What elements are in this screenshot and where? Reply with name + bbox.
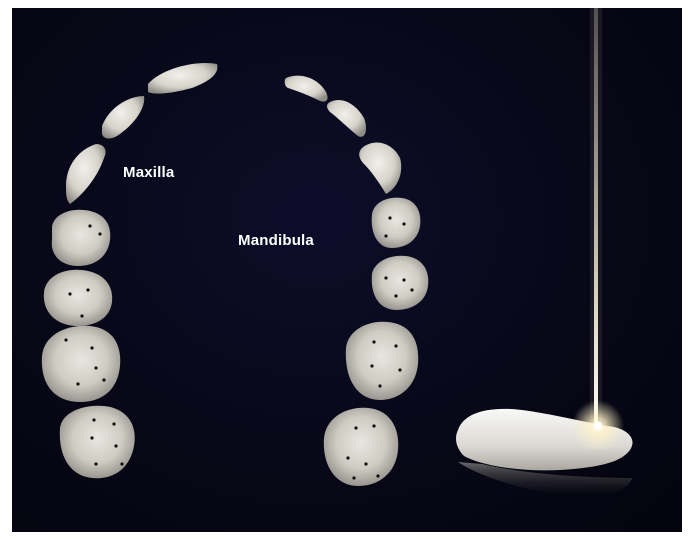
right-canine [359,143,401,194]
left-second-premolar [44,270,112,326]
dental-illustration [12,8,682,532]
maxilla-label: Maxilla [123,164,174,181]
left-lateral-incisor [102,96,144,139]
right-lateral-incisor [327,100,366,137]
mandibula-label: Mandibula [238,232,314,249]
left-second-molar [60,406,135,479]
left-central-incisor [148,63,217,94]
left-first-premolar [52,210,111,266]
right-second-molar [324,408,398,486]
right-central-incisor [285,76,328,102]
right-first-premolar [372,198,421,248]
left-first-molar [42,326,120,402]
right-first-molar [346,322,418,400]
light-beam-scene [456,8,633,496]
left-canine [66,144,106,204]
left-arch [42,63,218,478]
right-second-premolar [372,256,429,310]
right-arch [285,76,429,486]
dental-arch-figure: Maxilla Mandibula [12,8,682,532]
